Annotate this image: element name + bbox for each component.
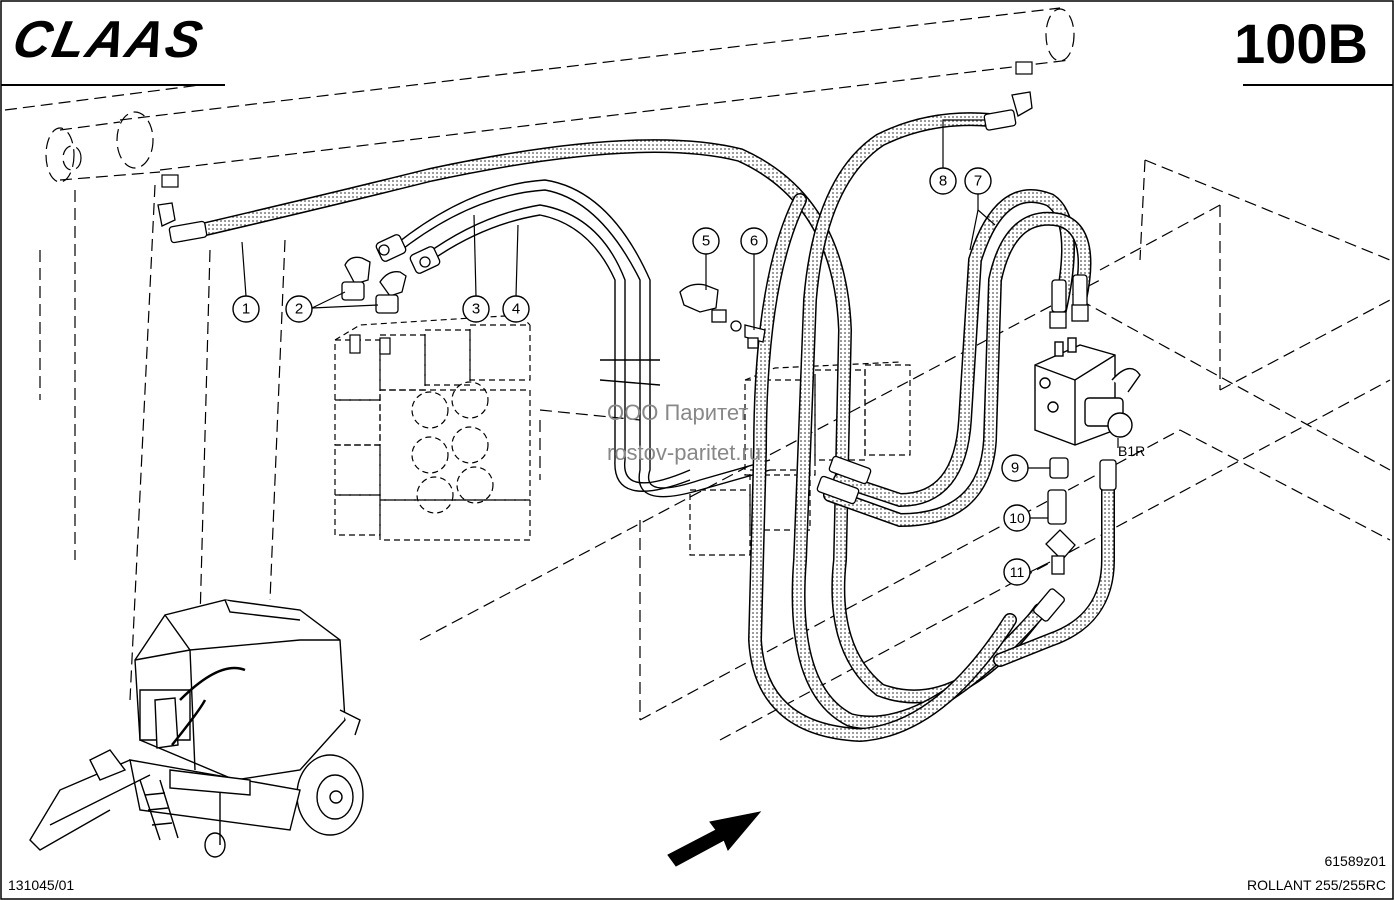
footer-left-code: 131045/01 (8, 877, 75, 893)
callout-10: 10 (1009, 510, 1025, 526)
callout-6: 6 (750, 233, 758, 250)
callout-circle-8 (929, 167, 957, 195)
brand-logo: CLAAS (7, 11, 210, 69)
hose-loop (747, 193, 1017, 743)
callout-circle-2 (285, 295, 313, 323)
fittings-5-6 (679, 283, 766, 349)
callout-7: 7 (974, 173, 982, 190)
callout-3: 3 (472, 301, 480, 318)
callout-circle-7 (964, 167, 992, 195)
callout-1: 1 (242, 301, 250, 318)
connector-label: B1R (1118, 443, 1145, 459)
callout-8: 8 (939, 173, 947, 190)
elbow-fittings (341, 256, 407, 314)
callout-circle-9 (1001, 454, 1029, 482)
callout-numbers: 1 2 3 4 5 6 7 8 9 10 11 (242, 173, 1025, 581)
callout-circles (232, 167, 1031, 586)
callout-2: 2 (295, 301, 303, 318)
watermark-url: rostov-paritet.ru (607, 440, 762, 465)
right-valve-block (1034, 337, 1141, 446)
footer-drawing-number: 61589z01 (1324, 853, 1386, 869)
callout-5: 5 (702, 233, 710, 250)
callout-11: 11 (1010, 564, 1025, 580)
callout-9: 9 (1011, 460, 1019, 477)
callout-circle-5 (692, 227, 720, 255)
callout-circle-11 (1003, 558, 1031, 586)
valve-block-middle (689, 361, 911, 556)
hose-1 (173, 139, 1047, 704)
page-code: 100B (1234, 12, 1368, 75)
footer-model: ROLLANT 255/255RC (1246, 877, 1386, 893)
watermark-company: ООО Паритет (607, 400, 749, 425)
callout-circle-10 (1003, 504, 1031, 532)
cylinder-bolts (161, 61, 1033, 188)
pipe-fittings (375, 234, 441, 274)
valve-fittings-top (349, 334, 391, 355)
hose-7 (823, 189, 1092, 528)
callout-circle-4 (502, 295, 530, 323)
callout-leaders (241, 119, 1119, 573)
callout-4: 4 (512, 301, 520, 318)
callout-circle-6 (740, 227, 768, 255)
baler-overview (29, 599, 364, 858)
callout-circle-3 (462, 295, 490, 323)
valve-block-left (334, 314, 531, 541)
direction-arrow (667, 811, 762, 867)
fittings-9-10-11 (1045, 457, 1076, 575)
steel-pipes (394, 179, 771, 498)
callout-circle-1 (232, 295, 260, 323)
hose-fittings (157, 91, 1117, 622)
hose-right (993, 463, 1115, 667)
